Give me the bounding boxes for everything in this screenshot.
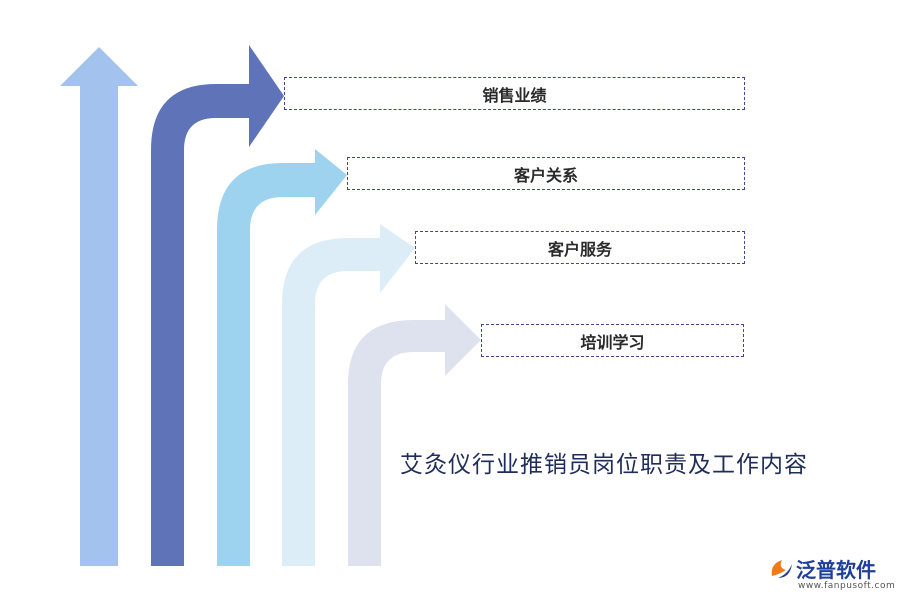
item-label-relations: 客户关系 (513, 165, 578, 185)
logo-text: 泛普软件 (796, 558, 876, 582)
page-title: 艾灸仪行业推销员岗位职责及工作内容 (400, 452, 808, 478)
item-label-training: 培训学习 (580, 332, 645, 352)
bent-arrow-1 (151, 45, 284, 566)
bent-arrow-3 (282, 224, 415, 566)
item-box-service: 客户服务 (415, 231, 745, 264)
bent-arrow-2 (217, 149, 347, 566)
item-box-sales: 销售业绩 (284, 77, 745, 110)
bent-arrow-4 (348, 304, 481, 566)
logo-url: www.fanpusoft.com (798, 581, 896, 591)
logo-mark-icon (771, 560, 792, 578)
item-label-sales: 销售业绩 (482, 85, 547, 105)
item-box-relations: 客户关系 (347, 157, 745, 190)
up-arrow (60, 47, 138, 566)
brand-logo: 泛普软件 www.fanpusoft.com (768, 554, 896, 598)
item-label-service: 客户服务 (547, 239, 612, 259)
item-box-training: 培训学习 (481, 324, 744, 357)
